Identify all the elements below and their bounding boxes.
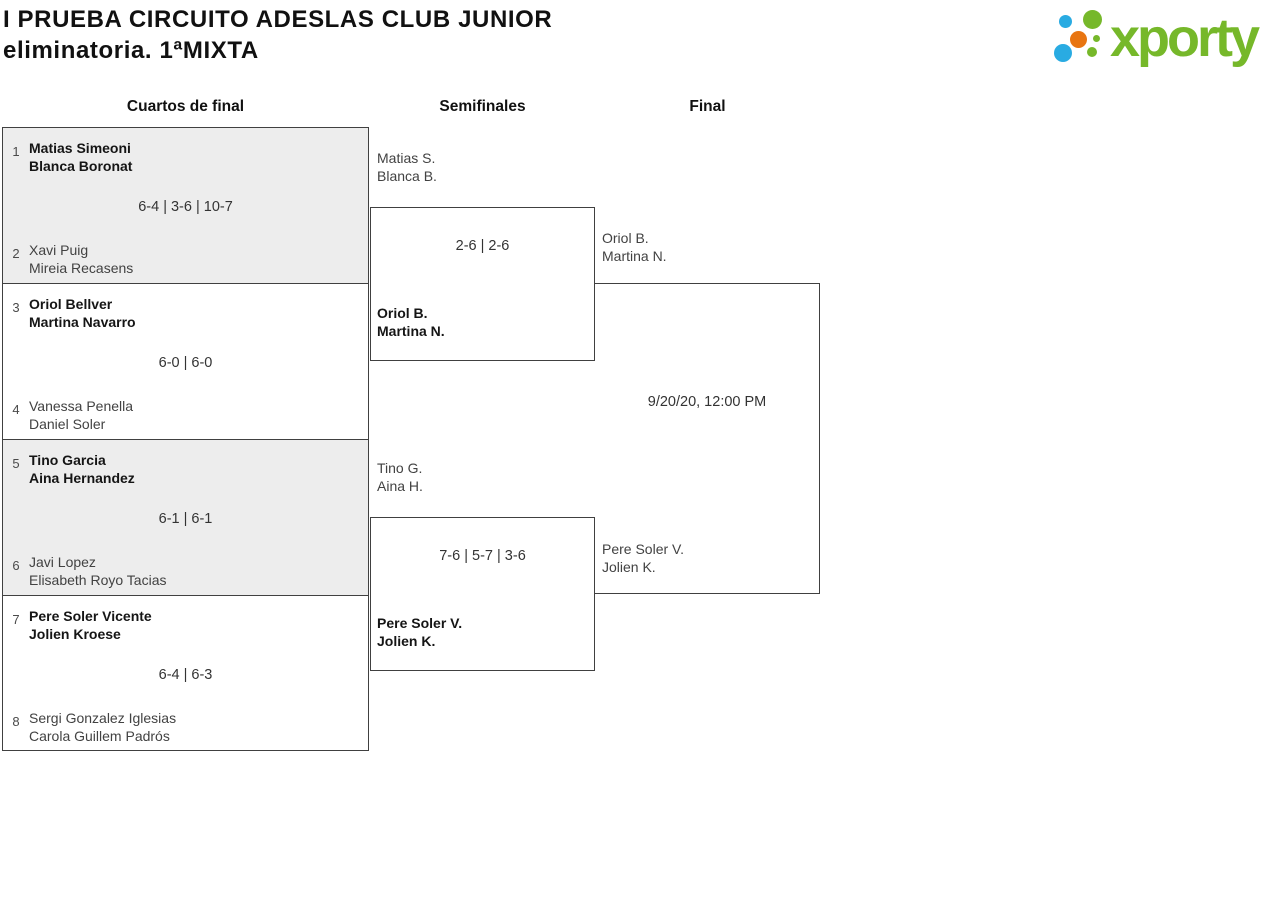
match-score: 6-0 | 6-0: [158, 355, 213, 371]
player-name: Sergi Gonzalez Iglesias: [29, 710, 177, 726]
xporty-logo[interactable]: xporty: [1050, 0, 1280, 78]
match-score: 7-6 | 5-7 | 3-6: [439, 548, 526, 564]
quarterfinal-match-4[interactable]: 7 Pere Soler Vicente Jolien Kroese 6-4 |…: [2, 595, 369, 751]
logo-dot-green-large-icon: [1083, 10, 1102, 29]
player-name: Blanca B.: [377, 168, 437, 184]
team-top[interactable]: Matias S. Blanca B.: [377, 149, 437, 185]
quarterfinal-match-1[interactable]: 1 Matias Simeoni Blanca Boronat 6-4 | 3-…: [2, 127, 369, 283]
player-name: Xavi Puig: [29, 242, 89, 258]
match-score: 2-6 | 2-6: [455, 238, 510, 254]
match-schedule: 9/20/20, 12:00 PM: [647, 394, 767, 410]
player-name: Mireia Recasens: [29, 260, 134, 276]
player-name: Martina N.: [602, 248, 667, 264]
logo-dot-green-tiny-icon: [1093, 35, 1100, 42]
player-name: Daniel Soler: [29, 416, 106, 432]
seed-bottom: 4: [12, 402, 20, 417]
player-name: Vanessa Penella: [29, 398, 134, 414]
player-name: Aina Hernandez: [29, 470, 135, 486]
team-top[interactable]: Tino G. Aina H.: [377, 459, 423, 495]
match-score: 6-1 | 6-1: [158, 511, 213, 527]
round-header-quarterfinals: Cuartos de final: [126, 98, 245, 115]
seed-top: 7: [12, 612, 20, 627]
round-header-final: Final: [689, 98, 726, 115]
team-top[interactable]: Matias Simeoni Blanca Boronat: [29, 139, 132, 175]
final-match[interactable]: Oriol B. Martina N. 9/20/20, 12:00 PM Pe…: [595, 230, 820, 594]
page-title: I PRUEBA CIRCUITO ADESLAS CLUB JUNIOR el…: [3, 4, 552, 66]
seed-top: 5: [12, 456, 20, 471]
seed-top: 1: [12, 144, 20, 159]
team-bottom[interactable]: Vanessa Penella Daniel Soler: [29, 397, 133, 433]
team-top[interactable]: Tino Garcia Aina Hernandez: [29, 451, 135, 487]
team-top[interactable]: Oriol B. Martina N.: [602, 229, 667, 265]
seed-bottom: 2: [12, 246, 20, 261]
player-name: Jolien K.: [602, 559, 656, 575]
player-name: Pere Soler V.: [602, 541, 684, 557]
team-bottom[interactable]: Pere Soler V. Jolien K.: [602, 540, 684, 576]
player-name: Matias Simeoni: [29, 140, 131, 156]
logo-dot-green-small-icon: [1087, 47, 1097, 57]
player-name: Tino G.: [377, 460, 423, 476]
logo-dot-blue-large-icon: [1054, 44, 1072, 62]
team-top[interactable]: Oriol Bellver Martina Navarro: [29, 295, 136, 331]
match-score: 6-4 | 3-6 | 10-7: [138, 199, 233, 215]
tournament-title-line-2: eliminatoria. 1ªMIXTA: [3, 37, 259, 64]
seed-bottom: 6: [12, 558, 20, 573]
team-bottom[interactable]: Javi Lopez Elisabeth Royo Tacias: [29, 553, 166, 589]
player-name: Jolien K.: [377, 633, 436, 649]
round-header-semifinals: Semifinales: [439, 98, 526, 115]
tournament-title-line-1: I PRUEBA CIRCUITO ADESLAS CLUB JUNIOR: [3, 6, 553, 33]
player-name: Martina Navarro: [29, 314, 136, 330]
player-name: Blanca Boronat: [29, 158, 133, 174]
logo-dot-blue-small-icon: [1059, 15, 1072, 28]
player-name: Javi Lopez: [29, 554, 96, 570]
player-name: Matias S.: [377, 150, 436, 166]
logo-dot-orange-icon: [1070, 31, 1087, 48]
quarterfinal-match-3[interactable]: 5 Tino Garcia Aina Hernandez 6-1 | 6-1 6…: [2, 439, 369, 595]
player-name: Elisabeth Royo Tacias: [29, 572, 167, 588]
seed-top: 3: [12, 300, 20, 315]
player-name: Pere Soler V.: [377, 615, 463, 631]
player-name: Oriol Bellver: [29, 296, 113, 312]
team-bottom[interactable]: Pere Soler V. Jolien K.: [377, 614, 462, 650]
semifinal-match-2[interactable]: Tino G. Aina H. 7-6 | 5-7 | 3-6 Pere Sol…: [370, 460, 595, 671]
logo-wordmark: xporty: [1110, 8, 1260, 68]
player-name: Oriol B.: [377, 305, 428, 321]
team-top[interactable]: Pere Soler Vicente Jolien Kroese: [29, 607, 152, 643]
team-bottom[interactable]: Xavi Puig Mireia Recasens: [29, 241, 133, 277]
team-bottom[interactable]: Sergi Gonzalez Iglesias Carola Guillem P…: [29, 709, 176, 745]
player-name: Carola Guillem Padrós: [29, 728, 170, 744]
match-score: 6-4 | 6-3: [158, 667, 213, 683]
player-name: Pere Soler Vicente: [29, 608, 152, 624]
player-name: Oriol B.: [602, 230, 649, 246]
player-name: Jolien Kroese: [29, 626, 121, 642]
player-name: Aina H.: [377, 478, 423, 494]
player-name: Martina N.: [377, 323, 445, 339]
semifinal-match-1[interactable]: Matias S. Blanca B. 2-6 | 2-6 Oriol B. M…: [370, 150, 595, 361]
team-bottom[interactable]: Oriol B. Martina N.: [377, 304, 445, 340]
player-name: Tino Garcia: [29, 452, 106, 468]
quarterfinal-match-2[interactable]: 3 Oriol Bellver Martina Navarro 6-0 | 6-…: [2, 283, 369, 439]
seed-bottom: 8: [12, 714, 20, 729]
